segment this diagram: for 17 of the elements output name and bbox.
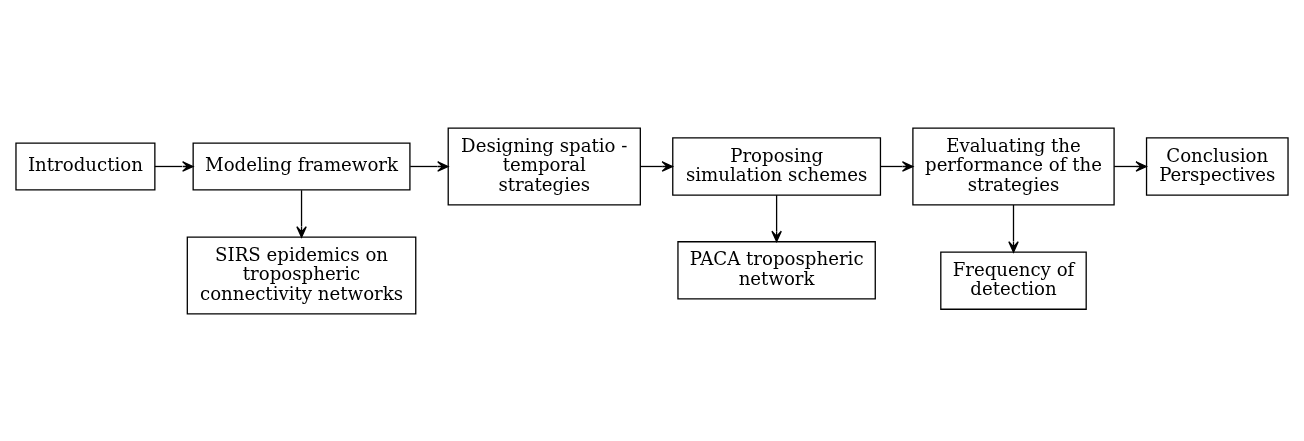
- node-box: Conclusion Perspectives: [1145, 136, 1289, 196]
- node-box: Evaluating the performance of the strategies: [912, 127, 1115, 205]
- node-box: PACA tropospheric network: [677, 240, 876, 300]
- arrow: [409, 160, 449, 172]
- node-box: Modeling framework: [192, 141, 411, 190]
- arrow: [639, 160, 674, 172]
- arrow: [1113, 160, 1148, 172]
- node-box: Designing spatio - temporal strategies: [447, 127, 641, 205]
- arrow: [1008, 203, 1019, 253]
- node-box: SIRS epidemics on tropospheric connectivity networks: [186, 236, 417, 314]
- arrow: [771, 194, 782, 242]
- node-box: Introduction: [15, 141, 156, 190]
- node-box: Proposing simulation schemes: [672, 136, 882, 196]
- arrow: [880, 160, 914, 172]
- arrow: [154, 160, 194, 172]
- node-box: Frequency of detection: [940, 251, 1087, 310]
- arrow: [296, 189, 307, 238]
